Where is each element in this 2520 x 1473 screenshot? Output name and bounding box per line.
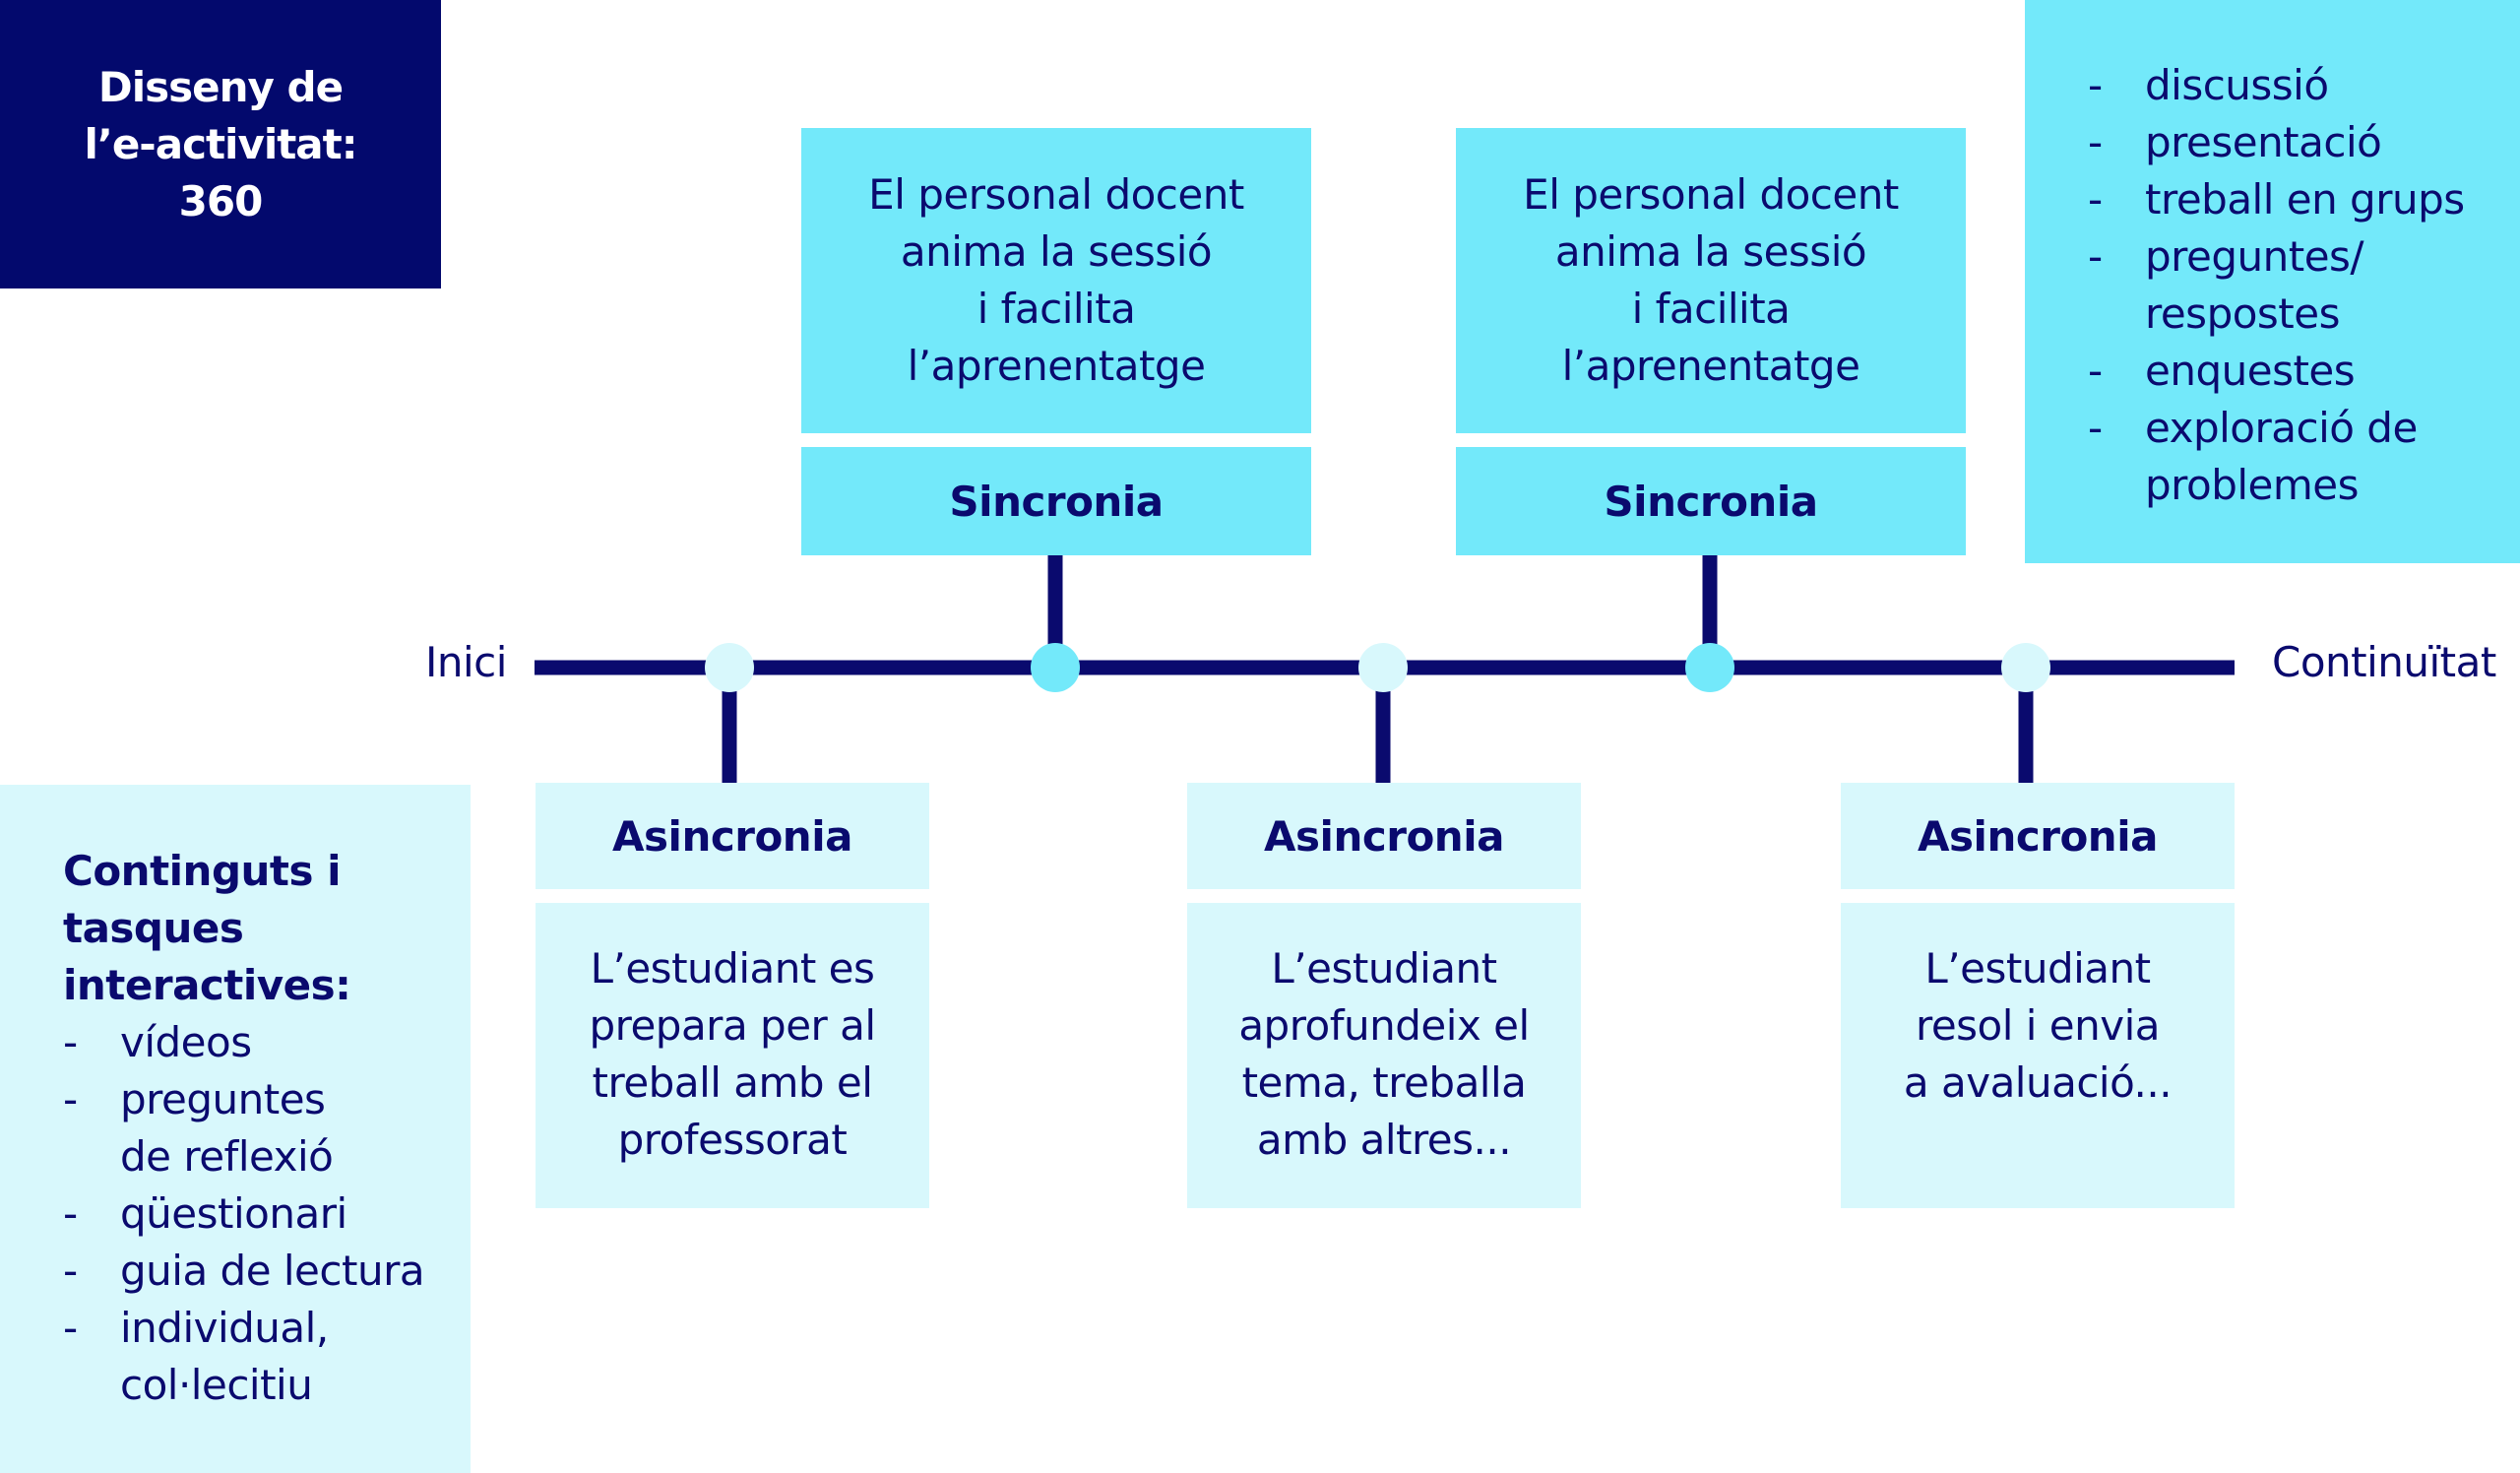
async-description-line: amb altres...: [1256, 1116, 1512, 1164]
async-description-line: treball amb el: [592, 1058, 873, 1107]
sync-description-line: El personal docent: [868, 170, 1244, 219]
async-description-line: professorat: [617, 1116, 848, 1164]
list-dash: -: [2088, 232, 2103, 281]
list-item-line: individual,: [120, 1304, 329, 1352]
sync-activities-box: - discussió - presentació - treball en g…: [2025, 0, 2520, 563]
list-item: - guia de lectura: [63, 1243, 471, 1300]
list-item-line: qüestionari: [120, 1189, 347, 1238]
list-item: - exploració de problemes: [2088, 400, 2520, 514]
sync-description-line: i facilita: [1631, 285, 1791, 333]
list-item: - qüestionari: [63, 1185, 471, 1243]
list-dash: -: [2088, 175, 2103, 224]
list-item: - discussió: [2088, 57, 2520, 114]
list-dash: -: [63, 1075, 78, 1123]
heading-line: interactives:: [63, 961, 351, 1009]
async-contents-heading: Continguts i tasques interactives:: [63, 843, 471, 1014]
list-item-line: preguntes/: [2145, 232, 2364, 281]
title-line: Disseny de: [97, 62, 344, 111]
list-dash: -: [2088, 404, 2103, 452]
sync-description-box-2: El personal docent anima la sessió i fac…: [1456, 128, 1966, 433]
list-dash: -: [2088, 61, 2103, 109]
async-description-line: aprofundeix el: [1238, 1001, 1530, 1050]
sync-label-2: Sincronia: [1456, 447, 1966, 555]
list-item: - treball en grups: [2088, 171, 2520, 228]
async-contents-box: Continguts i tasques interactives: - víd…: [0, 785, 471, 1473]
heading-line: tasques: [63, 904, 244, 952]
async-description-line: prepara per al: [589, 1001, 876, 1050]
list-item-line: treball en grups: [2145, 175, 2465, 224]
diagram-title-box: Disseny de l’e-activitat: 360: [0, 0, 441, 288]
sync-description-line: El personal docent: [1523, 170, 1899, 219]
list-dash: -: [63, 1018, 78, 1066]
list-dash: -: [63, 1189, 78, 1238]
async-description-box-2: L’estudiant aprofundeix el tema, treball…: [1187, 903, 1581, 1208]
sync-description-line: i facilita: [976, 285, 1136, 333]
list-item-line: col·lecitiu: [120, 1361, 313, 1409]
timeline-node-sync-2: [1685, 643, 1734, 692]
timeline-node-async-3: [2001, 643, 2050, 692]
timeline-node-async-2: [1358, 643, 1408, 692]
async-label-3: Asincronia: [1841, 783, 2235, 889]
sync-description-line: anima la sessió: [900, 227, 1213, 276]
async-description-line: L’estudiant: [1924, 944, 2151, 993]
async-label-2: Asincronia: [1187, 783, 1581, 889]
list-item: - preguntes de reflexió: [63, 1071, 471, 1185]
async-description-line: resol i envia: [1915, 1001, 2161, 1050]
list-dash: -: [63, 1304, 78, 1352]
list-item-line: exploració de: [2145, 404, 2418, 452]
sync-label-1: Sincronia: [801, 447, 1311, 555]
list-item: - presentació: [2088, 114, 2520, 171]
async-description-line: a avaluació...: [1903, 1058, 2173, 1107]
list-item-line: respostes: [2145, 289, 2341, 338]
async-label-1: Asincronia: [536, 783, 929, 889]
list-item-line: problemes: [2145, 461, 2360, 509]
list-item: - enquestes: [2088, 343, 2520, 400]
heading-line: Continguts i: [63, 847, 342, 895]
sync-description-line: l’aprenentatge: [907, 342, 1206, 390]
sync-description-line: anima la sessió: [1554, 227, 1867, 276]
timeline-start-label: Inici: [425, 638, 507, 686]
sync-description-line: l’aprenentatge: [1561, 342, 1860, 390]
timeline-node-sync-1: [1031, 643, 1080, 692]
list-item: - individual, col·lecitiu: [63, 1300, 471, 1414]
title-line: l’e-activitat:: [84, 119, 357, 168]
list-item-line: discussió: [2145, 61, 2329, 109]
list-dash: -: [2088, 118, 2103, 166]
async-description-line: tema, treballa: [1241, 1058, 1527, 1107]
timeline-node-async-1: [705, 643, 754, 692]
list-item: - preguntes/ respostes: [2088, 228, 2520, 343]
list-dash: -: [63, 1247, 78, 1295]
list-dash: -: [2088, 347, 2103, 395]
list-item: - vídeos: [63, 1014, 471, 1071]
timeline-end-label: Continuïtat: [2272, 638, 2496, 686]
async-contents-list: - vídeos - preguntes de reflexió - qüest…: [63, 1014, 471, 1414]
async-description-box-3: L’estudiant resol i envia a avaluació...: [1841, 903, 2235, 1208]
list-item-line: enquestes: [2145, 347, 2356, 395]
list-item-line: preguntes: [120, 1075, 326, 1123]
list-item-line: vídeos: [120, 1018, 252, 1066]
list-item-line: guia de lectura: [120, 1247, 425, 1295]
list-item-line: presentació: [2145, 118, 2382, 166]
sync-description-box-1: El personal docent anima la sessió i fac…: [801, 128, 1311, 433]
async-description-line: L’estudiant: [1271, 944, 1497, 993]
title-line: 360: [178, 176, 264, 225]
list-item-line: de reflexió: [120, 1132, 334, 1181]
async-description-line: L’estudiant es: [590, 944, 875, 993]
async-description-box-1: L’estudiant es prepara per al treball am…: [536, 903, 929, 1208]
sync-activities-list: - discussió - presentació - treball en g…: [2088, 57, 2520, 514]
